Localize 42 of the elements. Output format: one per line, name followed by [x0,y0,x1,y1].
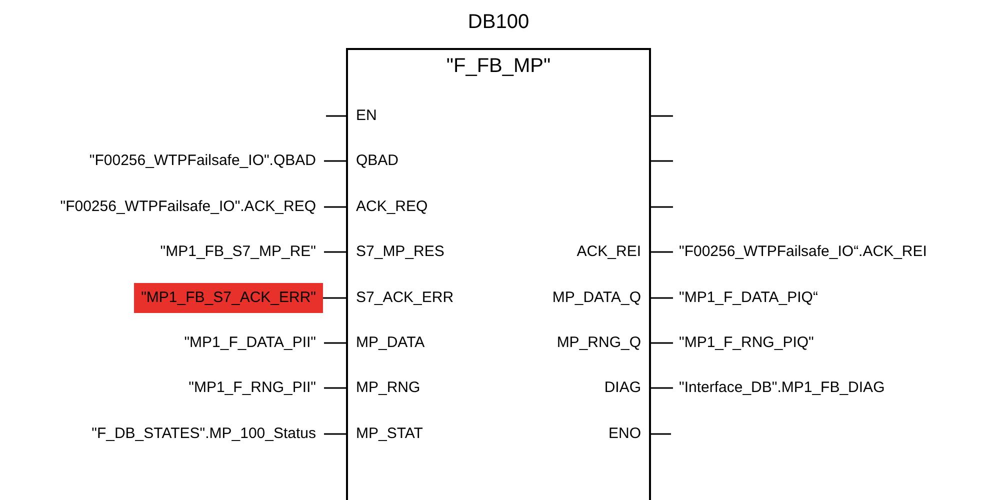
pin-label: EN [348,106,377,126]
connector-line [324,387,348,389]
connector-line [324,251,348,253]
pin-label: ACK_REI [576,242,649,262]
connector-line [323,297,348,299]
connector-line [649,342,673,344]
connector-line [651,160,673,162]
operand-label: "F00256_WTPFailsafe_IO".QBAD [89,151,324,171]
connector-line [649,387,673,389]
connector-line [651,206,673,208]
operand-label: "MP1_F_DATA_PII" [184,333,324,353]
connector-line [324,342,348,344]
pin-label: DIAG [604,378,649,398]
pin-label: ACK_REQ [348,197,428,217]
pin-label: ENO [608,424,649,444]
operand-label: "Interface_DB".MP1_FB_DIAG [673,378,885,398]
operand-label: "MP1_FB_S7_MP_RE" [160,242,324,262]
connector-line [324,160,348,162]
operand-label: "MP1_F_RNG_PII" [188,378,324,398]
connector-line [649,433,671,435]
pin-label: S7_ACK_ERR [348,288,454,308]
connector-line [649,297,673,299]
operand-label: "MP1_F_DATA_PIQ“ [673,288,818,308]
operand-label: "F00256_WTPFailsafe_IO“.ACK_REI [673,242,927,262]
pin-label: QBAD [348,151,399,171]
connector-line [324,206,348,208]
operand-label: "MP1_F_RNG_PIQ" [673,333,814,353]
connector-line [324,433,348,435]
pin-label: S7_MP_RES [348,242,444,262]
pin-label: MP_RNG_Q [556,333,649,353]
highlighted-operand: "MP1_FB_S7_ACK_ERR" [134,283,323,313]
connector-line [649,251,673,253]
pin-label: MP_DATA [348,333,425,353]
block-title: "F_FB_MP" [445,54,552,78]
pin-label: MP_STAT [348,424,423,444]
instance-label: DB100 [466,10,530,34]
connector-line [651,115,673,117]
pin-label: MP_RNG [348,378,420,398]
operand-label: "F00256_WTPFailsafe_IO".ACK_REQ [60,197,324,217]
operand-label: "F_DB_STATES".MP_100_Status [92,424,324,444]
pin-label: MP_DATA_Q [552,288,649,308]
connector-line [326,115,348,117]
